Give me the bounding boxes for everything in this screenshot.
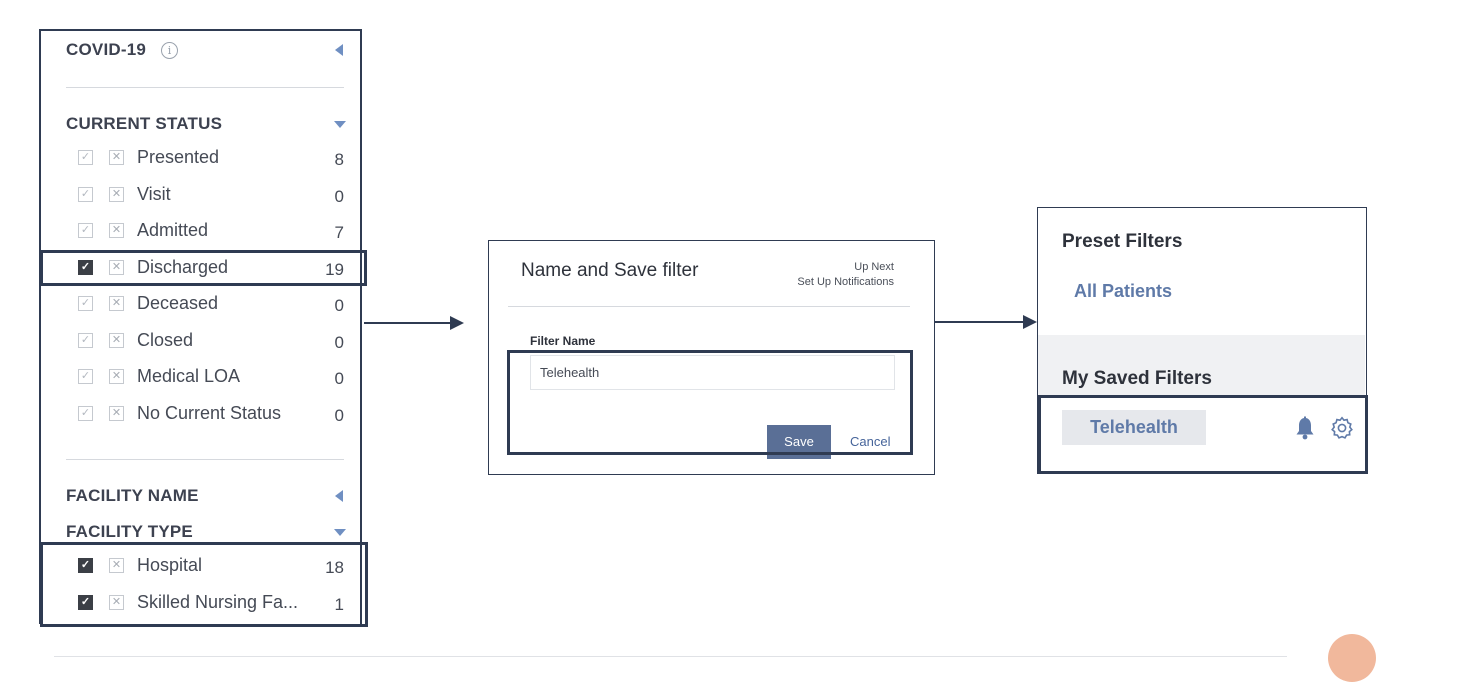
slide-marker-circle	[1328, 634, 1376, 682]
filter-row[interactable]: ✓ ✕ Discharged 19	[41, 252, 360, 284]
filter-row[interactable]: ✓ ✕ Deceased 0	[41, 288, 360, 320]
filter-row[interactable]: ✓ ✕ Medical LOA 0	[41, 361, 360, 393]
filter-row-count: 8	[334, 150, 344, 169]
exclude-checkbox-icon[interactable]: ✕	[109, 150, 124, 165]
include-checkbox-icon[interactable]: ✓	[78, 405, 93, 421]
filter-row-label: Deceased	[137, 293, 219, 313]
filter-row[interactable]: ✓ ✕ Visit 0	[41, 179, 360, 211]
up-next-value[interactable]: Set Up Notifications	[797, 276, 894, 288]
checked-checkbox-icon[interactable]: ✓	[78, 259, 93, 275]
filter-row-label: Hospital	[137, 555, 203, 575]
dialog-title: Name and Save filter	[521, 260, 699, 281]
include-checkbox-icon[interactable]: ✓	[78, 332, 93, 348]
flow-arrow-line	[935, 321, 1025, 323]
collapse-left-icon[interactable]	[335, 44, 343, 56]
highlight-saved-filter	[1038, 395, 1368, 474]
filter-row-count: 19	[325, 259, 344, 279]
footer-divider	[54, 656, 1287, 657]
filter-row-label: Skilled Nursing Fa...	[137, 591, 299, 612]
exclude-checkbox-icon[interactable]: ✕	[109, 223, 124, 238]
flow-arrow-head	[1023, 315, 1037, 329]
filter-panel: COVID-19 i CURRENT STATUS ✓ ✕ Presented 8 ✓ ✕…	[39, 29, 362, 624]
collapse-left-icon[interactable]	[335, 490, 343, 502]
exclude-checkbox-icon[interactable]: ✕	[109, 186, 124, 202]
filter-name-label: Filter Name	[530, 334, 596, 348]
exclude-checkbox-icon[interactable]: ✕	[109, 594, 124, 610]
facility-name-title: FACILITY NAME	[66, 486, 199, 505]
filter-row-label: Discharged	[137, 256, 229, 277]
exclude-checkbox-icon[interactable]: ✕	[109, 369, 124, 384]
exclude-checkbox-icon[interactable]: ✕	[109, 558, 124, 573]
filter-row[interactable]: ✓ ✕ Admitted 7	[41, 215, 360, 247]
filter-row-label: Admitted	[137, 220, 209, 240]
filter-row-count: 0	[334, 186, 344, 206]
gear-icon[interactable]	[1330, 416, 1354, 440]
filter-row-label: No Current Status	[137, 402, 282, 423]
divider	[66, 459, 344, 460]
include-checkbox-icon[interactable]: ✓	[78, 296, 93, 311]
my-saved-filters-title: My Saved Filters	[1062, 368, 1212, 389]
exclude-checkbox-icon[interactable]: ✕	[109, 405, 124, 421]
expand-down-icon[interactable]	[334, 529, 346, 536]
filter-row-count: 0	[334, 369, 344, 388]
save-filter-dialog: Name and Save filter Up Next Set Up Noti…	[488, 240, 935, 475]
current-status-title: CURRENT STATUS	[66, 114, 223, 133]
highlight-facility-type	[40, 542, 368, 627]
up-next: Up Next Set Up Notifications	[797, 260, 894, 290]
filter-name-input[interactable]: Telehealth	[530, 355, 895, 390]
filter-row[interactable]: ✓ ✕ Closed 0	[41, 325, 360, 357]
up-next-label: Up Next	[854, 261, 894, 273]
facility-type-title: FACILITY TYPE	[66, 522, 193, 541]
filter-row-label: Closed	[137, 329, 194, 350]
divider	[508, 306, 910, 307]
checked-checkbox-icon[interactable]: ✓	[78, 558, 93, 573]
saved-filter-telehealth[interactable]: Telehealth	[1062, 410, 1206, 445]
filter-row-count: 18	[325, 558, 344, 577]
include-checkbox-icon[interactable]: ✓	[78, 369, 93, 384]
filter-row-count: 0	[334, 296, 344, 315]
exclude-checkbox-icon[interactable]: ✕	[109, 296, 124, 311]
preset-filters-title: Preset Filters	[1062, 231, 1183, 252]
filter-row-label: Presented	[137, 147, 220, 167]
flow-arrow-head	[450, 316, 464, 330]
filter-row-label: Medical LOA	[137, 366, 241, 386]
divider	[66, 87, 344, 88]
exclude-checkbox-icon[interactable]: ✕	[109, 332, 124, 348]
include-checkbox-icon[interactable]: ✓	[78, 150, 93, 165]
covid-section-title: COVID-19	[66, 40, 147, 59]
include-checkbox-icon[interactable]: ✓	[78, 186, 93, 202]
filter-row[interactable]: ✓ ✕ No Current Status 0	[41, 398, 360, 430]
bell-icon[interactable]	[1294, 416, 1316, 440]
filter-row[interactable]: ✓ ✕ Hospital 18	[41, 550, 360, 582]
highlight-discharged	[40, 250, 367, 286]
filter-row-count: 1	[334, 594, 344, 614]
highlight-filter-name	[507, 350, 913, 455]
checked-checkbox-icon[interactable]: ✓	[78, 594, 93, 610]
expand-down-icon[interactable]	[334, 121, 346, 128]
flow-arrow-line	[364, 322, 452, 324]
include-checkbox-icon[interactable]: ✓	[78, 223, 93, 238]
cancel-button[interactable]: Cancel	[850, 434, 891, 449]
preset-filter-all-patients[interactable]: All Patients	[1074, 281, 1173, 301]
filter-row-count: 0	[334, 332, 344, 352]
saved-header-band	[1038, 335, 1365, 397]
info-icon[interactable]: i	[161, 42, 178, 59]
filter-row[interactable]: ✓ ✕ Presented 8	[41, 142, 360, 174]
filter-row-count: 0	[334, 405, 344, 425]
filter-row[interactable]: ✓ ✕ Skilled Nursing Fa... 1	[41, 587, 360, 619]
filter-row-label: Visit	[137, 183, 171, 204]
exclude-checkbox-icon[interactable]: ✕	[109, 259, 124, 275]
filter-row-count: 7	[334, 223, 344, 242]
saved-filters-panel: Preset Filters All Patients My Saved Fil…	[1037, 207, 1367, 474]
